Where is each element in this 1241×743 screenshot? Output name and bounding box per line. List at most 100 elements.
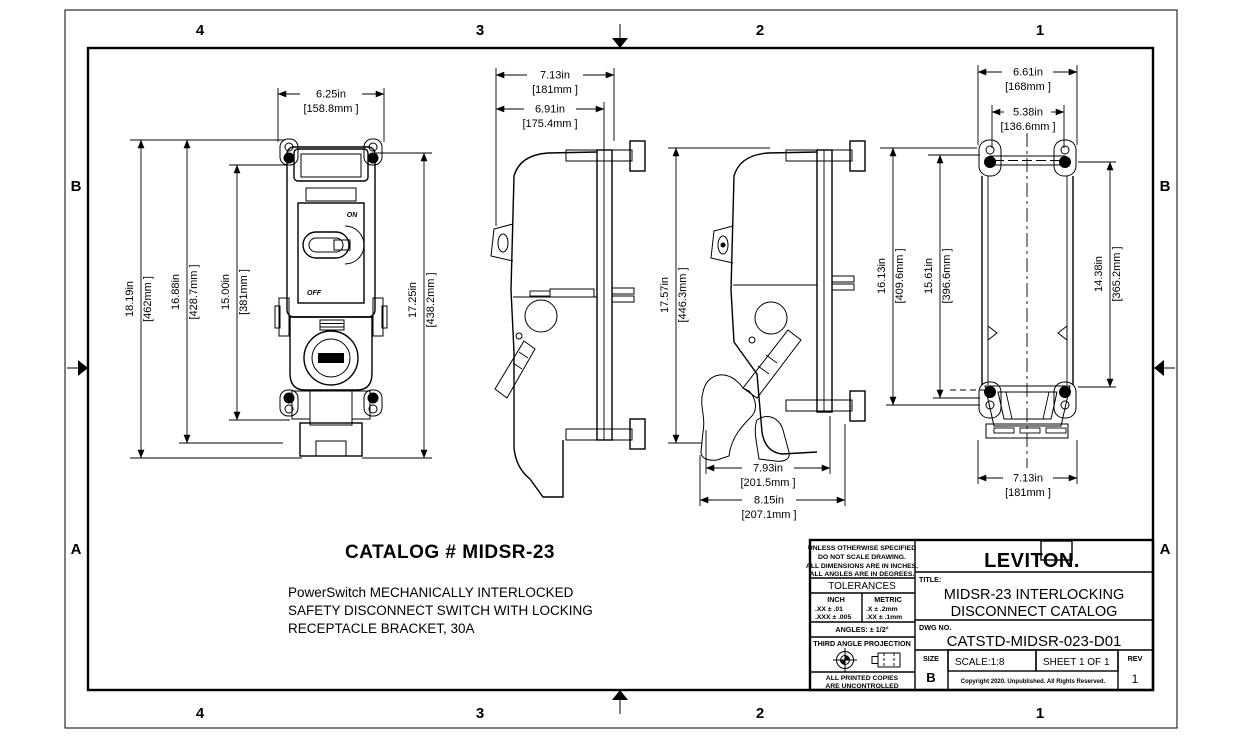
metric-tolerance-row2: .XX ± .1mm — [866, 614, 902, 621]
rear-width-holes-in: 5.38in — [1013, 107, 1043, 119]
side-depth-overall-in: 7.13in — [540, 70, 570, 82]
title-label: TITLE: — [919, 575, 941, 584]
catalog-block: CATALOG # MIDSR-23 PowerSwitch MECHANICA… — [288, 542, 593, 636]
side-body — [490, 140, 646, 498]
side-depth-body-in: 6.91in — [535, 104, 565, 116]
leviton-logo-square — [1040, 540, 1073, 561]
zone-top-3: 3 — [476, 22, 484, 39]
side-depth-overall-mm: [181mm ] — [532, 84, 578, 96]
tolerances-section: TOLERANCES INCH METRIC .XX ± .01 .XXX ± … — [815, 581, 902, 634]
zone-top-2: 2 — [756, 22, 764, 39]
rear-width-bottom-mm: [181mm ] — [1005, 487, 1051, 499]
rev-label: REV — [1128, 654, 1143, 663]
front-height-right-mm: [438.2mm ] — [425, 272, 437, 327]
zone-left-b: B — [71, 178, 82, 195]
side-plug-height-dim: 17.57in [446.3mm ] — [659, 147, 689, 444]
front-width-mm: [158.8mm ] — [303, 103, 358, 115]
projection-frustum-icon — [871, 652, 901, 668]
zone-right-b: B — [1160, 178, 1171, 195]
rear-height-dims: 16.13in [409.6mm ] 15.61in [396.6mm ] 14… — [876, 147, 1123, 406]
rear-height-b-mm: [396.6mm ] — [941, 248, 953, 303]
uncontrolled-line2: ARE UNCONTROLLED — [825, 683, 898, 690]
rear-width-holes-mm: [136.6mm ] — [1000, 121, 1055, 133]
side-depth-body-mm: [175.4mm ] — [522, 118, 577, 130]
title-line1: MIDSR-23 INTERLOCKING — [944, 587, 1124, 603]
front-height-dims: 18.19in [462mm ] 16.88in [428.7mm ] 15.0… — [124, 139, 437, 459]
logo-cell: LEVITON. — [984, 540, 1080, 572]
rear-width-bottom-in: 7.13in — [1013, 473, 1043, 485]
inch-label: INCH — [827, 595, 845, 604]
catalog-desc-line3: RECEPTACLE BRACKET, 30A — [288, 621, 475, 636]
dwg-number: CATSTD-MIDSR-023-D01 — [947, 633, 1122, 650]
side-plug-height-in: 17.57in — [659, 277, 671, 313]
front-height-switch-in: 15.00in — [220, 274, 232, 310]
front-height-mount-mm: [428.7mm ] — [188, 264, 200, 319]
zone-bottom-2: 2 — [756, 705, 764, 722]
centering-arrow-right — [1154, 360, 1175, 376]
side-plug-depth-dims: 7.93in [201.5mm ] 8.15in [207.1mm ] — [699, 463, 846, 521]
rear-bottom-width-dim: 7.13in [181mm ] — [977, 473, 1078, 499]
note-line1: UNLESS OTHERWISE SPECIFIED — [808, 545, 916, 552]
side-plug-depth-plug-mm: [201.5mm ] — [740, 477, 795, 489]
front-view: ON OFF 6.25in [158.8mm ] 18.19in [462mm … — [124, 88, 437, 459]
front-body — [274, 146, 388, 457]
dwg-label: DWG NO. — [919, 623, 951, 632]
uncontrolled-note: ALL PRINTED COPIES ARE UNCONTROLLED — [825, 675, 898, 690]
front-height-overall-in: 18.19in — [124, 281, 136, 317]
inch-tolerance-row2: .XXX ± .005 — [815, 614, 851, 621]
size-cell: SIZE B — [923, 654, 939, 685]
front-height-switch-mm: [381mm ] — [238, 269, 250, 315]
uncontrolled-line1: ALL PRINTED COPIES — [826, 675, 899, 682]
metric-label: METRIC — [874, 595, 902, 604]
side-plug-view: 17.57in [446.3mm ] 7.93in [201.5mm ] 8.1… — [659, 140, 866, 521]
front-height-overall-mm: [462mm ] — [142, 276, 154, 322]
note-line3: ALL DIMENSIONS ARE IN INCHES. — [806, 563, 918, 570]
centering-arrow-left — [67, 360, 88, 376]
size-label: SIZE — [923, 654, 939, 663]
catalog-desc-line1: PowerSwitch MECHANICALLY INTERLOCKED — [288, 585, 574, 600]
size-value: B — [926, 670, 935, 685]
rear-view: 6.61in [168mm ] 5.38in [136.6mm ] 16.13i… — [876, 65, 1123, 499]
side-plug-height-mm: [446.3mm ] — [677, 267, 689, 322]
side-view: 7.13in [181mm ] 6.91in [175.4mm ] — [490, 68, 646, 498]
rear-height-a-mm: [409.6mm ] — [894, 248, 906, 303]
rear-height-b-in: 15.61in — [923, 258, 935, 294]
zone-left-a: A — [71, 541, 82, 558]
side-plug-depth-overall-in: 8.15in — [754, 495, 784, 507]
copyright-notice: Copyright 2020. Unpublished. All Rights … — [961, 679, 1106, 685]
rev-value: 1 — [1132, 672, 1139, 686]
rear-width-outer-in: 6.61in — [1013, 67, 1043, 79]
side-plug-depth-plug-in: 7.93in — [753, 463, 783, 475]
rear-height-c-mm: [365.2mm ] — [1111, 246, 1123, 301]
rear-height-c-in: 14.38in — [1093, 256, 1105, 292]
rev-cell: REV 1 — [1128, 654, 1143, 686]
note-line2: DO NOT SCALE DRAWING. — [818, 554, 906, 561]
sheet-value: SHEET 1 OF 1 — [1043, 657, 1110, 668]
zone-top-4: 4 — [196, 22, 205, 39]
zone-right-a: A — [1160, 541, 1171, 558]
side-plug-extension-lines — [668, 147, 846, 506]
zone-bottom-4: 4 — [196, 705, 205, 722]
zone-bottom-1: 1 — [1036, 705, 1044, 722]
rear-width-dims: 6.61in [168mm ] 5.38in [136.6mm ] — [977, 67, 1078, 133]
tolerances-label: TOLERANCES — [828, 581, 896, 592]
side-plug-body — [700, 140, 866, 462]
dwg-cell: DWG NO. CATSTD-MIDSR-023-D01 — [919, 623, 1121, 650]
front-on-label: ON — [347, 212, 358, 219]
front-width-in: 6.25in — [316, 89, 346, 101]
title-block: UNLESS OTHERWISE SPECIFIED DO NOT SCALE … — [806, 538, 1155, 692]
leviton-logo: LEVITON. — [984, 550, 1080, 572]
centering-arrow-bottom — [612, 690, 628, 714]
rear-height-a-in: 16.13in — [876, 258, 888, 294]
front-off-label: OFF — [307, 290, 322, 297]
zone-top-1: 1 — [1036, 22, 1044, 39]
note-line4: ALL ANGLES ARE IN DEGREES. — [810, 571, 915, 578]
centering-arrow-top — [612, 24, 628, 48]
inch-tolerance-row1: .XX ± .01 — [815, 606, 843, 613]
rear-width-outer-mm: [168mm ] — [1005, 81, 1051, 93]
side-depth-dims: 7.13in [181mm ] 6.91in [175.4mm ] — [495, 70, 615, 130]
title-line2: DISCONNECT CATALOG — [951, 604, 1118, 620]
title-cell: TITLE: MIDSR-23 INTERLOCKING DISCONNECT … — [919, 575, 1124, 620]
scale-value: SCALE:1:8 — [955, 657, 1005, 668]
